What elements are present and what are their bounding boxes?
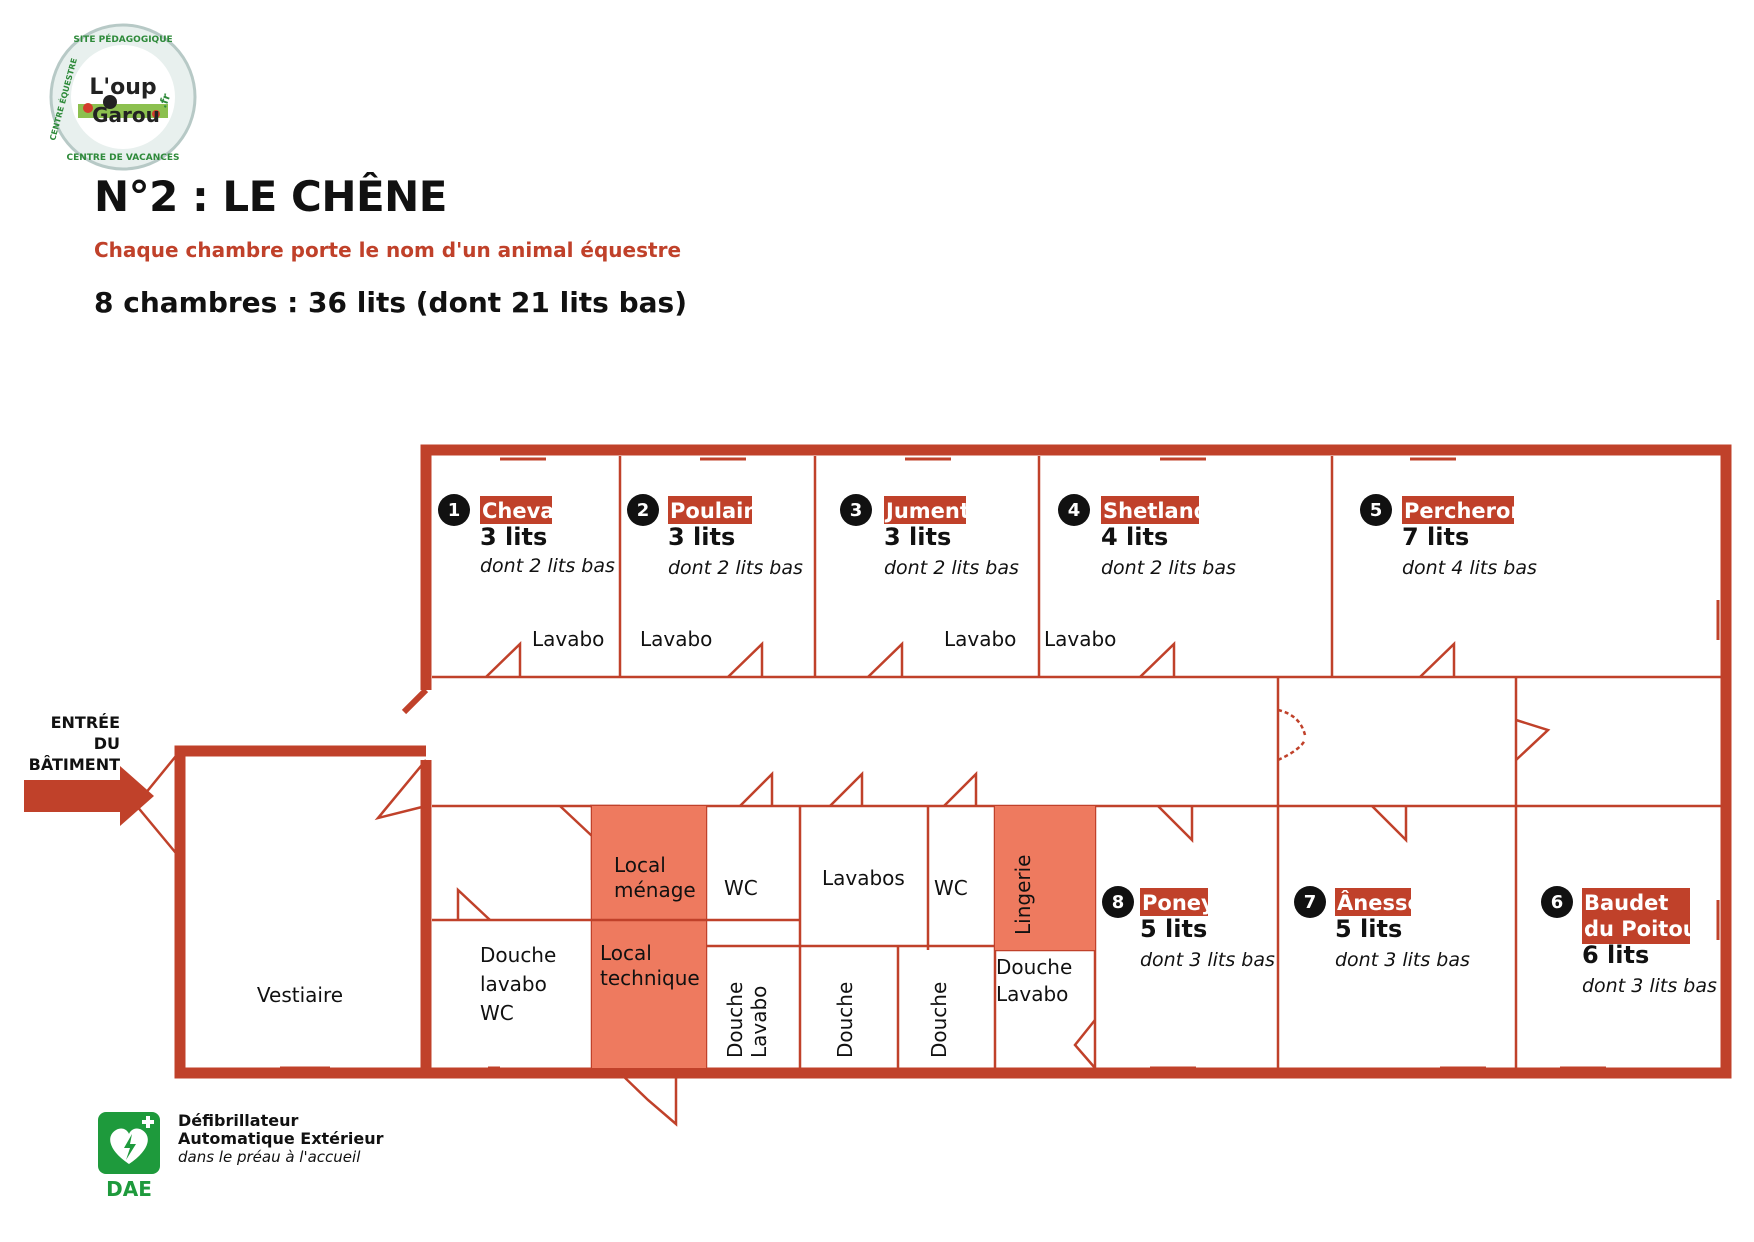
- loup-garou-logo: L'oup Garou .fr SITE PÉDAGOGIQUE CENTRE …: [48, 23, 197, 171]
- room-low-beds: dont 3 lits bas: [1140, 949, 1275, 971]
- room-number: 1: [448, 500, 461, 521]
- room-name: du Poitou: [1584, 917, 1698, 941]
- douche-label: Douche: [927, 982, 951, 1058]
- douche-lavabo-wc-label: Douche: [480, 943, 556, 967]
- room-number: 4: [1068, 500, 1081, 521]
- local-technique-label: Local: [600, 941, 652, 965]
- room-name: Shetland: [1103, 499, 1209, 523]
- room-number: 6: [1551, 892, 1564, 913]
- svg-text:lavabo: lavabo: [480, 972, 547, 996]
- room-low-beds: dont 2 lits bas: [480, 555, 615, 577]
- room-summary: 8 chambres : 36 lits (dont 21 lits bas): [94, 286, 687, 319]
- room-name: Ânesse: [1337, 890, 1422, 915]
- room-4: 4 Shetland 4 lits dont 2 lits bas: [1058, 494, 1236, 579]
- room-name: Cheval: [482, 499, 562, 523]
- svg-text:Lavabo: Lavabo: [996, 982, 1068, 1006]
- svg-text:.fr: .fr: [156, 91, 173, 110]
- svg-text:SITE PÉDAGOGIQUE: SITE PÉDAGOGIQUE: [73, 33, 172, 45]
- room-beds: 3 lits: [480, 523, 547, 551]
- svg-text:ménage: ménage: [614, 878, 696, 902]
- room-low-beds: dont 4 lits bas: [1402, 557, 1537, 579]
- room-name: Poney: [1142, 891, 1215, 915]
- dae-info: Défibrillateur Automatique Extérieur dan…: [178, 1111, 384, 1167]
- dae-icon: DAE: [98, 1112, 160, 1198]
- room-number: 7: [1304, 892, 1317, 913]
- svg-text:L'oup: L'oup: [89, 75, 156, 100]
- room-low-beds: dont 2 lits bas: [1101, 557, 1236, 579]
- lavabo-label: Lavabo: [532, 627, 604, 651]
- page-title: N°2 : LE CHÊNE: [94, 172, 448, 221]
- lavabo-label: Lavabo: [640, 627, 712, 651]
- room-low-beds: dont 3 lits bas: [1582, 975, 1717, 997]
- room-beds: 3 lits: [668, 523, 735, 551]
- room-name: Percheron: [1404, 499, 1525, 523]
- svg-text:Garou: Garou: [92, 103, 160, 127]
- room-1: 1 Cheval 3 lits dont 2 lits bas: [438, 494, 615, 577]
- wc-label: WC: [934, 876, 968, 900]
- room-beds: 5 lits: [1140, 915, 1207, 943]
- wc-label: WC: [724, 876, 758, 900]
- lingerie-label: Lingerie: [1011, 855, 1035, 935]
- room-number: 2: [637, 500, 650, 521]
- room-low-beds: dont 2 lits bas: [668, 557, 803, 579]
- corridor-wall-top-left: [401, 687, 429, 715]
- room-6: 6 Baudet du Poitou 6 lits dont 3 lits ba…: [1541, 886, 1717, 997]
- room-low-beds: dont 3 lits bas: [1335, 949, 1470, 971]
- room-low-beds: dont 2 lits bas: [884, 557, 1019, 579]
- room-7: 7 Ânesse 5 lits dont 3 lits bas: [1294, 886, 1470, 971]
- room-number: 8: [1112, 892, 1125, 913]
- svg-text:technique: technique: [600, 966, 700, 990]
- entrance-arrow: [24, 766, 154, 826]
- svg-text:Lavabo: Lavabo: [747, 986, 771, 1058]
- svg-text:DAE: DAE: [106, 1177, 152, 1198]
- room-beds: 7 lits: [1402, 523, 1469, 551]
- room-8: 8 Poney 5 lits dont 3 lits bas: [1102, 886, 1275, 971]
- douche-lavabo-vertical-label: Douche: [723, 982, 747, 1058]
- local-menage-label: Local: [614, 853, 666, 877]
- room-number: 3: [850, 500, 863, 521]
- douche-lavabo-label: Douche: [996, 955, 1072, 979]
- page-subtitle: Chaque chambre porte le nom d'un animal …: [94, 238, 682, 262]
- room-beds: 4 lits: [1101, 523, 1168, 551]
- room-5: 5 Percheron 7 lits dont 4 lits bas: [1360, 494, 1537, 579]
- svg-text:CENTRE DE VACANCES: CENTRE DE VACANCES: [66, 153, 179, 163]
- room-3: 3 Jument 3 lits dont 2 lits bas: [840, 494, 1019, 579]
- room-2: 2 Poulain 3 lits dont 2 lits bas: [627, 494, 803, 579]
- room-name: Baudet: [1584, 891, 1668, 915]
- svg-text:WC: WC: [480, 1001, 514, 1025]
- room-beds: 6 lits: [1582, 941, 1649, 969]
- entrance-label: ENTRÉE DU BÂTIMENT: [28, 713, 120, 774]
- room-beds: 5 lits: [1335, 915, 1402, 943]
- room-name: Jument: [884, 499, 970, 523]
- room-name: Poulain: [670, 499, 758, 523]
- room-beds: 3 lits: [884, 523, 951, 551]
- douche-label: Douche: [833, 982, 857, 1058]
- lavabo-label: Lavabo: [1044, 627, 1116, 651]
- room-number: 5: [1370, 500, 1383, 521]
- local-menage-room: [592, 806, 706, 1068]
- lavabos-label: Lavabos: [822, 866, 905, 890]
- lavabo-label: Lavabo: [944, 627, 1016, 651]
- vestiaire-label: Vestiaire: [257, 983, 343, 1007]
